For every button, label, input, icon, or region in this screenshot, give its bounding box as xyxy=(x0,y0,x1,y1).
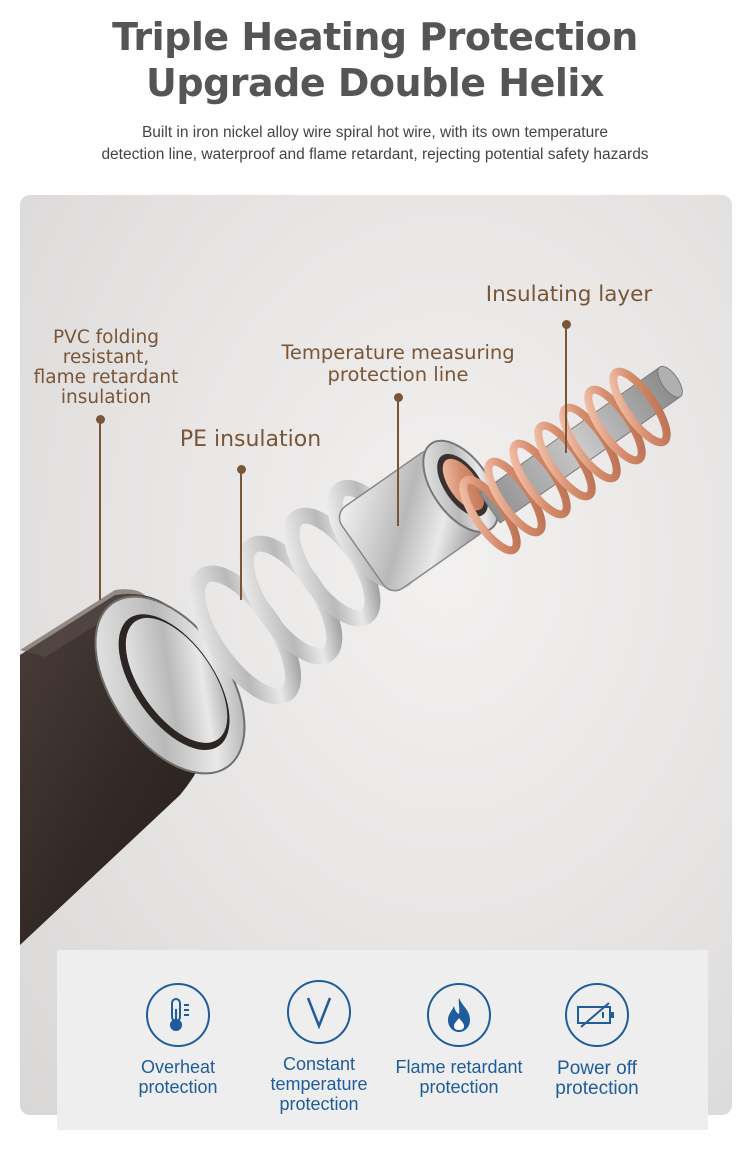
thermometer-icon xyxy=(170,998,189,1031)
feature-power-off-line-1: Power off xyxy=(557,1058,637,1079)
battery-off-icon xyxy=(577,1002,614,1028)
feature-flame-line-2: protection xyxy=(419,1077,499,1097)
feature-overheat-line-1: Overheat xyxy=(140,1057,216,1077)
callout-temp-dot xyxy=(394,393,403,402)
callout-pvc-insulation: PVC folding resistant, flame retardant i… xyxy=(26,328,186,408)
callout-pe-dot xyxy=(237,465,246,474)
callout-pe-insulation: PE insulation xyxy=(179,427,322,452)
feature-flame-retardant: Flame retardant protection xyxy=(384,950,534,1097)
cable-cross-section-illustration xyxy=(20,365,683,945)
callout-temp-line-1: Temperature measuring xyxy=(281,341,515,364)
feature-overheat-line-2: protection xyxy=(138,1077,218,1097)
callout-temp-leader xyxy=(397,398,399,526)
feature-power-off-circle xyxy=(565,983,629,1047)
callout-pvc-line-3: flame retardant xyxy=(33,367,179,388)
callout-insulating-dot xyxy=(562,320,571,329)
callout-temp-line-2: protection line xyxy=(327,363,469,386)
feature-constant-line-1: Constant xyxy=(282,1054,356,1074)
subtitle-line-1: Built in iron nickel alloy wire spiral h… xyxy=(141,124,609,141)
feature-power-off-line-2: protection xyxy=(555,1078,639,1099)
title-line-1: Triple Heating Protection xyxy=(112,15,638,59)
feature-overheat-circle xyxy=(146,983,210,1047)
page-subtitle: Built in iron nickel alloy wire spiral h… xyxy=(40,122,710,166)
callout-pe-leader xyxy=(240,470,242,600)
callout-pvc-line-2: resistant, xyxy=(62,347,150,368)
callout-insulating-layer: Insulating layer xyxy=(485,282,653,307)
feature-constant-temperature: Constant temperature protection xyxy=(244,950,394,1114)
callout-pvc-leader xyxy=(99,420,101,600)
callout-pvc-line-4: insulation xyxy=(60,387,152,408)
callout-pvc-line-1: PVC folding xyxy=(53,327,159,348)
feature-constant-label: Constant temperature protection xyxy=(244,1054,394,1114)
feature-flame-line-1: Flame retardant xyxy=(395,1057,523,1077)
callout-insulating-leader xyxy=(565,325,567,453)
page-title: Triple Heating Protection Upgrade Double… xyxy=(0,14,750,106)
feature-power-off-label: Power off protection xyxy=(522,1059,672,1099)
protection-features-strip: Overheat protection Constant temperature… xyxy=(57,950,708,1130)
subtitle-line-2: detection line, waterproof and flame ret… xyxy=(101,146,649,163)
title-line-2: Upgrade Double Helix xyxy=(146,61,604,105)
feature-overheat: Overheat protection xyxy=(103,950,253,1097)
feature-constant-circle xyxy=(287,980,351,1044)
callout-pvc-dot xyxy=(96,415,105,424)
feature-flame-label: Flame retardant protection xyxy=(384,1057,534,1097)
feature-power-off: Power off protection xyxy=(522,950,672,1099)
feature-constant-line-2: temperature xyxy=(270,1074,368,1094)
feature-constant-line-3: protection xyxy=(279,1094,359,1114)
v-icon xyxy=(306,997,332,1029)
flame-icon xyxy=(448,998,470,1032)
callout-temperature-line: Temperature measuring protection line xyxy=(260,342,536,386)
feature-flame-circle xyxy=(427,983,491,1047)
copper-heating-helix xyxy=(459,367,671,555)
feature-overheat-label: Overheat protection xyxy=(103,1057,253,1097)
